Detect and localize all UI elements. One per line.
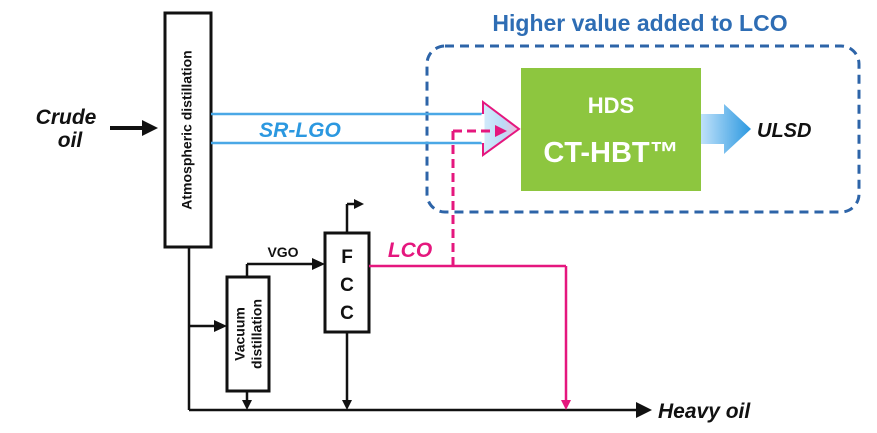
fcc-letter-2: C (340, 275, 354, 296)
ulsd-arrow (701, 104, 751, 154)
lco-to-hds-dashed-line (451, 125, 507, 266)
lco-upgrade-region (425, 44, 861, 214)
vgo-label: VGO (267, 244, 298, 260)
fcc-unit (323, 231, 371, 334)
heavy-oil-label: Heavy oil (658, 400, 751, 423)
crude-oil-arrow (110, 120, 158, 136)
srlgo-label: SR-LGO (259, 119, 341, 142)
lco-label: LCO (388, 239, 432, 262)
srlgo-stream (211, 100, 521, 157)
lco-stream (369, 264, 571, 410)
atmospheric-bottoms-line (187, 247, 227, 410)
hds-label: HDS (588, 93, 634, 118)
atmospheric-distillation-label: Atmospheric distillation (179, 50, 195, 209)
atmospheric-distillation-column (163, 11, 213, 249)
crude-oil-label-line1: Crude (36, 106, 97, 129)
fcc-letter-3: C (340, 303, 354, 324)
vacuum-label-line1: Vacuum (232, 307, 248, 361)
vgo-line (245, 258, 325, 277)
vacuum-distillation-column (225, 275, 271, 393)
crude-oil-label-line2: oil (58, 129, 84, 152)
diagram-title: Higher value added to LCO (492, 10, 787, 36)
vacuum-bottoms-line (242, 391, 252, 410)
fcc-letter-1: F (341, 247, 353, 268)
ulsd-label: ULSD (757, 120, 811, 142)
fcc-overhead-line (345, 199, 364, 233)
ct-hbt-label: CT-HBT™ (543, 137, 678, 169)
fcc-bottoms-line (342, 332, 352, 410)
heavy-oil-line (189, 402, 652, 418)
hds-unit (521, 68, 701, 191)
vacuum-label-line2: distillation (249, 299, 265, 369)
